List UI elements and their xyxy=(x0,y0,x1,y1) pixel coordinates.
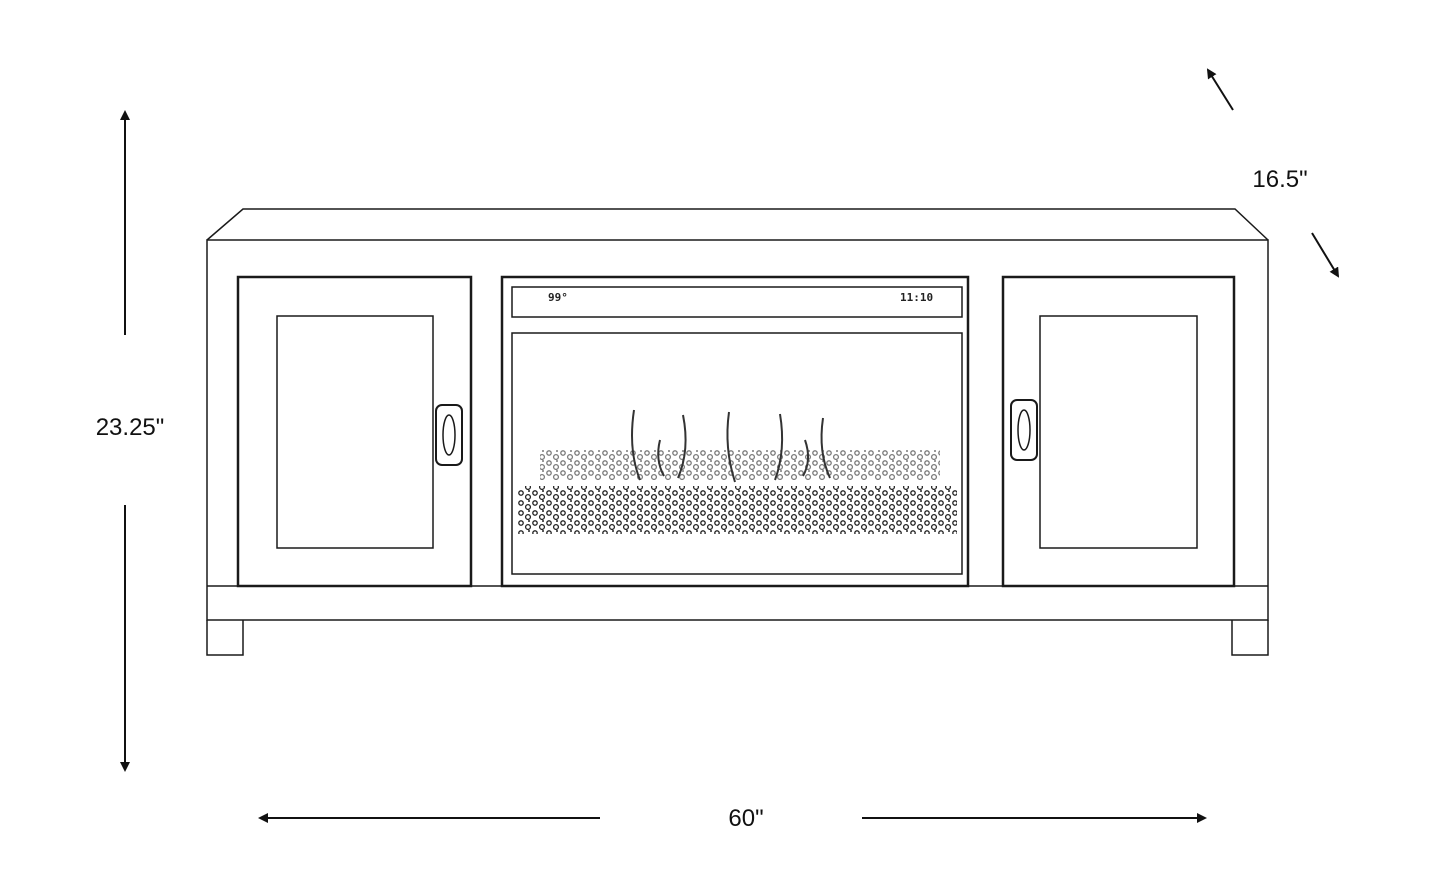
dimension-arrows xyxy=(120,68,1340,823)
right-leg xyxy=(1231,620,1269,656)
left-handle-grip xyxy=(442,414,456,456)
left-leg xyxy=(206,620,244,656)
fireplace-insert xyxy=(500,275,970,588)
fireplace-firebox xyxy=(511,332,963,575)
left-door xyxy=(236,275,473,588)
right-door-handle xyxy=(1010,399,1038,461)
depth-label: 16.5" xyxy=(1252,166,1308,193)
fireplace-control-panel xyxy=(511,286,963,318)
height-label: 23.25" xyxy=(95,414,165,441)
depth-arrow-front xyxy=(1311,232,1340,278)
left-door-panel xyxy=(276,315,434,549)
left-door-handle xyxy=(435,404,463,466)
fireplace-time-readout: 11:10 xyxy=(900,291,934,304)
stand-outline xyxy=(206,208,1269,656)
fireplace-rocks xyxy=(517,486,957,534)
right-door-panel xyxy=(1039,315,1198,549)
top-back-edge xyxy=(206,208,1269,241)
depth-arrow-back xyxy=(1206,68,1234,111)
right-handle-grip xyxy=(1017,409,1031,451)
fireplace-flames xyxy=(631,409,831,483)
fireplace-temperature-readout: 99° xyxy=(548,291,568,304)
right-door xyxy=(1001,275,1236,588)
stand-body xyxy=(206,239,1269,621)
width-label: 60" xyxy=(728,805,764,832)
